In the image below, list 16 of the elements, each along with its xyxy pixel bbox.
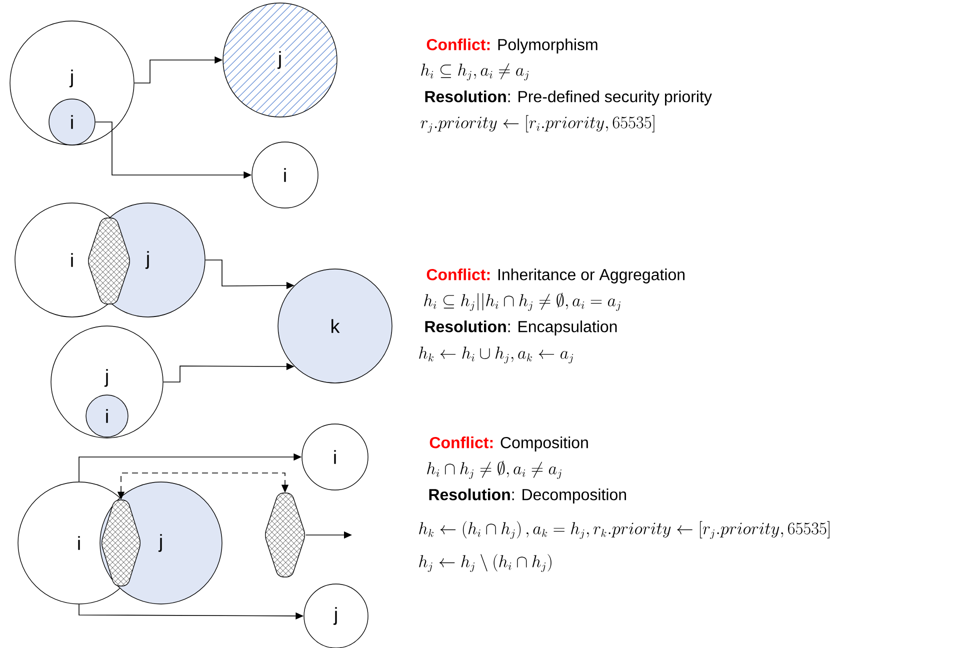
conflict-heading: Conflict: Composition — [430, 436, 588, 452]
overlap-region — [102, 500, 140, 586]
resolution-heading: Resolution: Encapsulation — [425, 320, 617, 336]
formula: $r_j.priority \leftarrow [r_i.priority, 65535]$ — [420, 115, 654, 133]
conflict-heading: Conflict: Polymorphism — [426, 38, 598, 54]
formula: $h_j \leftarrow h_j \setminus \left(h_i \cap h_j\right)$ — [419, 554, 552, 572]
formula: $h_i \cap h_j \neq \emptyset, a_i \neq a_j$ — [427, 460, 562, 479]
formula: $h_i \subseteq h_j || h_i \cap h_j \neq \emptyset, a_i = a_j$ — [424, 292, 620, 311]
formula: $h_k \leftarrow h_i \cup h_j, a_k \leftarrow a_j$ — [419, 346, 574, 364]
resolution-heading: Resolution: Decomposition — [429, 488, 626, 504]
formula: $h_i \subseteq h_j, a_i \neq a_j$ — [421, 63, 529, 80]
conflict-heading: Conflict: Inheritance or Aggregation — [426, 268, 684, 284]
overlap-region — [88, 218, 130, 304]
overlap-region — [265, 492, 305, 578]
formula: $h_k \leftarrow \left(h_i \cap h_j\right), a_k = h_j, r_k.priority \leftarrow \left[r_j.priority, 65535\right]$ — [419, 521, 830, 539]
resolution-heading: Resolution: Pre-defined security priority — [425, 90, 712, 106]
